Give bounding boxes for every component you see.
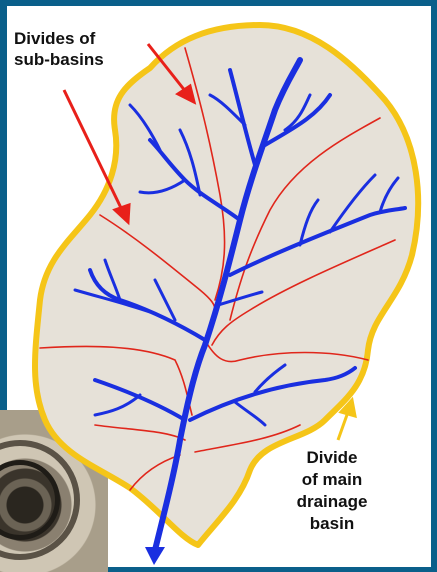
main-divide-label-line3: drainage bbox=[262, 491, 402, 513]
sub-basin-label-line2: sub-basins bbox=[14, 49, 104, 70]
arrow-to-main-divide bbox=[338, 412, 348, 440]
outlet-arrowhead bbox=[145, 547, 165, 565]
main-divide-label-line2: of main bbox=[262, 469, 402, 491]
main-basin-divide-label: Divide of main drainage basin bbox=[262, 447, 402, 535]
sub-basin-divides-label: Divides of sub-basins bbox=[14, 28, 104, 70]
sub-basin-label-line1: Divides of bbox=[14, 28, 104, 49]
main-divide-label-line1: Divide bbox=[262, 447, 402, 469]
main-divide-label-line4: basin bbox=[262, 513, 402, 535]
